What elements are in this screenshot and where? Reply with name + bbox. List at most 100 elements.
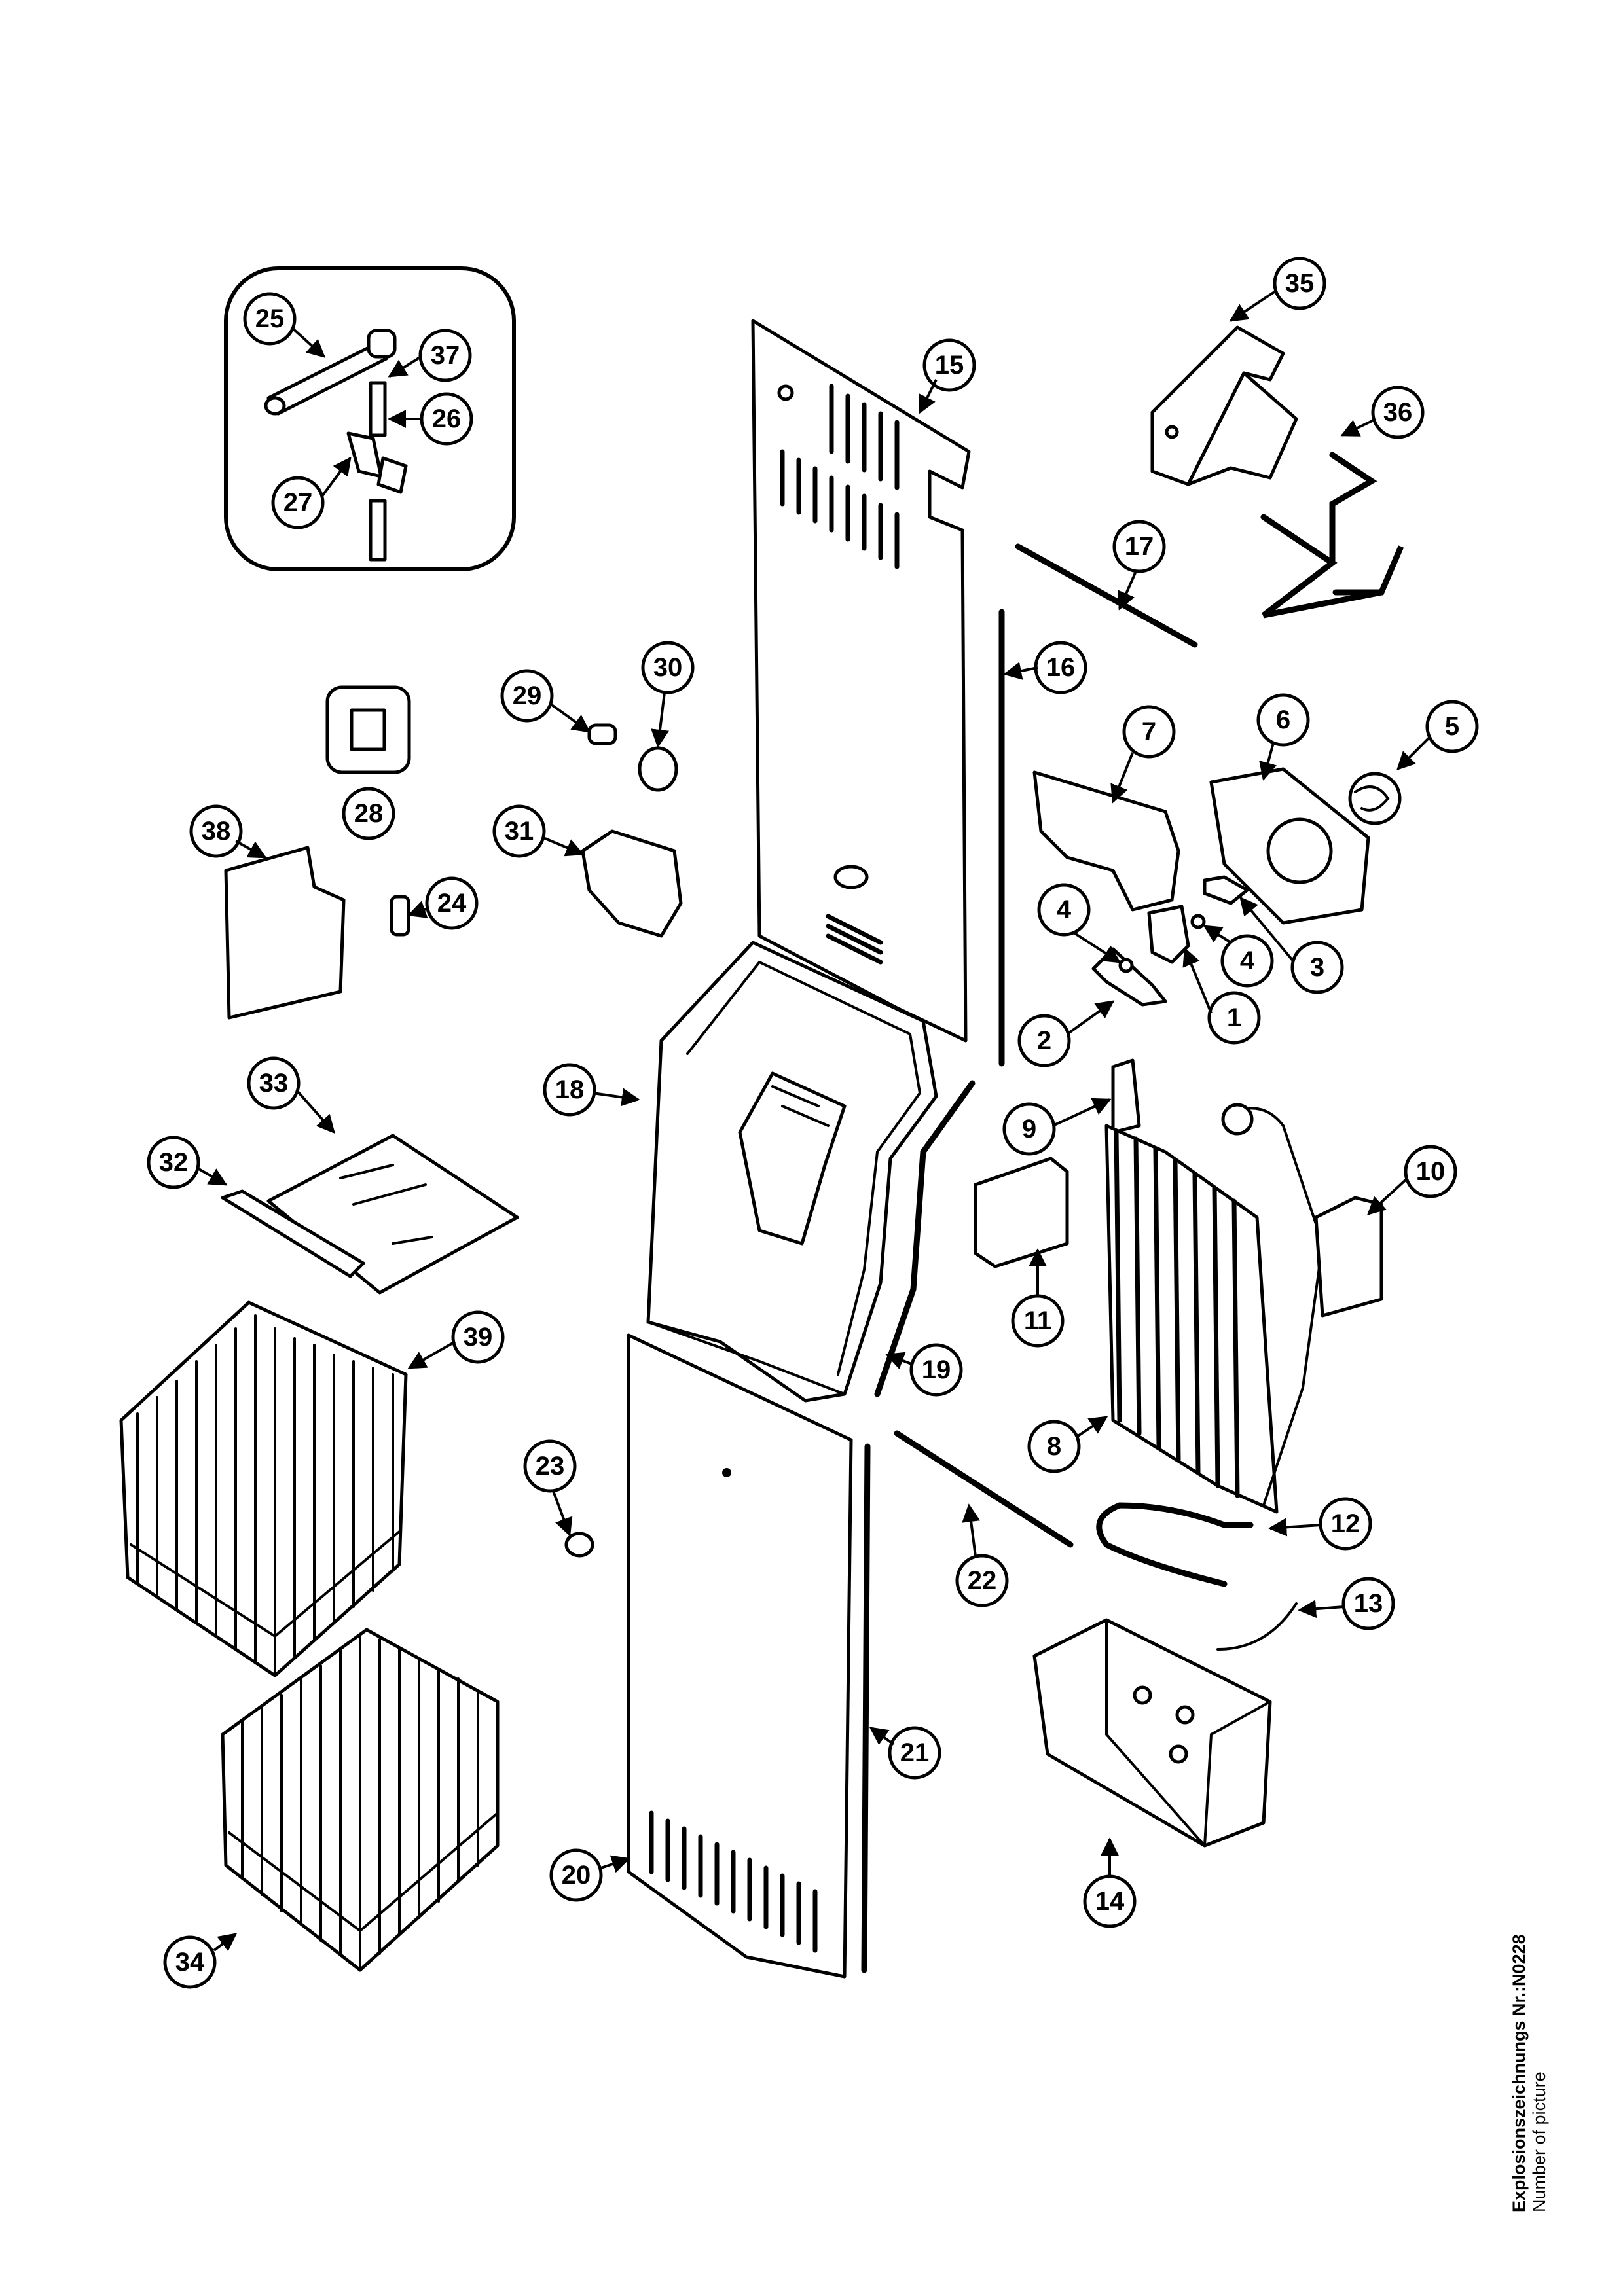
callout-24: 24	[425, 876, 479, 930]
callout-39: 39	[451, 1310, 505, 1364]
strip-22	[894, 1430, 1074, 1548]
svg-text:7: 7	[1142, 717, 1156, 746]
svg-text:16: 16	[1046, 653, 1076, 682]
callout-22: 22	[955, 1554, 1009, 1607]
callout-9: 9	[1002, 1102, 1056, 1156]
leader-lines	[196, 290, 1432, 1952]
callout-20: 20	[549, 1848, 603, 1902]
heater-12	[1096, 1502, 1254, 1587]
svg-text:2: 2	[1037, 1026, 1051, 1055]
callout-38: 38	[189, 804, 243, 858]
svg-text:21: 21	[900, 1738, 930, 1767]
callout-11: 11	[1011, 1294, 1065, 1348]
svg-text:39: 39	[464, 1323, 493, 1352]
plug-23	[564, 1532, 594, 1558]
bracket-3	[1203, 875, 1249, 905]
svg-text:17: 17	[1125, 532, 1154, 561]
callout-29: 29	[500, 669, 554, 723]
svg-text:36: 36	[1383, 398, 1413, 427]
socket-29	[587, 723, 617, 745]
svg-text:11: 11	[1024, 1306, 1051, 1335]
callout-30: 30	[641, 641, 695, 694]
bracket-10	[1314, 1196, 1383, 1318]
strip-17	[1015, 543, 1198, 648]
svg-text:8: 8	[1047, 1432, 1061, 1461]
callout-21: 21	[888, 1726, 941, 1780]
callout-17: 17	[1112, 520, 1166, 573]
block-11	[974, 1157, 1069, 1268]
callout-23: 23	[523, 1439, 577, 1493]
evaporator-8	[1104, 1103, 1324, 1514]
svg-text:33: 33	[259, 1069, 289, 1098]
clip-9	[1111, 1058, 1141, 1134]
svg-text:4: 4	[1057, 895, 1072, 924]
callout-10: 10	[1404, 1145, 1457, 1198]
svg-text:1: 1	[1227, 1003, 1241, 1032]
svg-text:22: 22	[968, 1566, 997, 1595]
svg-text:25: 25	[255, 304, 285, 333]
light-cover-31	[581, 829, 683, 938]
callout-15: 15	[922, 338, 976, 392]
svg-text:10: 10	[1416, 1157, 1446, 1186]
motor-1	[1147, 905, 1190, 964]
svg-text:32: 32	[159, 1148, 189, 1177]
grommet-4a	[1118, 958, 1134, 973]
svg-text:14: 14	[1095, 1887, 1125, 1916]
svg-text:5: 5	[1445, 712, 1459, 741]
svg-text:13: 13	[1354, 1589, 1383, 1618]
svg-text:15: 15	[935, 351, 964, 380]
svg-text:29: 29	[513, 681, 542, 710]
callout-37: 37	[418, 329, 472, 382]
svg-text:26: 26	[432, 404, 462, 433]
evaporator-housing	[646, 941, 938, 1403]
callout-36: 36	[1371, 386, 1425, 439]
callout-7: 7	[1122, 705, 1176, 759]
grommet-4b	[1190, 914, 1206, 929]
picture-number-subtitle: Number of picture	[1529, 2072, 1549, 2212]
svg-text:35: 35	[1285, 269, 1315, 298]
switch-28	[325, 685, 411, 774]
callout-4a: 4	[1037, 883, 1091, 937]
bracket-2	[1091, 947, 1167, 1007]
callout-19: 19	[909, 1343, 963, 1397]
callout-2: 2	[1017, 1014, 1071, 1067]
bracket-35	[1150, 325, 1298, 486]
glass-shelf-33	[266, 1134, 519, 1295]
drain-pan-14	[1032, 1618, 1272, 1848]
callout-25: 25	[243, 292, 297, 346]
picture-number-title: Explosionszeichnungs Nr.:N0228	[1509, 1934, 1529, 2212]
lower-panel	[627, 1333, 853, 1979]
svg-text:9: 9	[1022, 1115, 1036, 1143]
svg-text:6: 6	[1276, 706, 1290, 734]
callout-8: 8	[1027, 1420, 1081, 1473]
callout-31: 31	[492, 804, 546, 858]
peg-24	[390, 895, 410, 937]
svg-text:37: 37	[431, 341, 460, 370]
fan-shroud-6	[1209, 767, 1370, 925]
callout-28: 28	[342, 787, 395, 840]
callout-27: 27	[271, 476, 325, 529]
svg-text:18: 18	[555, 1075, 585, 1104]
svg-text:38: 38	[202, 817, 231, 846]
clip-13	[1216, 1602, 1298, 1651]
callout-12: 12	[1319, 1497, 1372, 1551]
svg-text:24: 24	[437, 889, 467, 918]
upper-back-panel	[751, 319, 971, 1043]
bulb-30	[638, 746, 678, 792]
svg-text:19: 19	[922, 1355, 951, 1384]
plate-7	[1032, 770, 1180, 912]
callout-13: 13	[1341, 1577, 1395, 1630]
callout-18: 18	[543, 1063, 596, 1117]
svg-text:27: 27	[283, 488, 313, 517]
strip-19	[874, 1080, 976, 1397]
callout-4b: 4	[1220, 934, 1274, 988]
roller-32	[221, 1189, 365, 1278]
callout-35: 35	[1273, 257, 1326, 310]
picture-number-label: Explosionszeichnungs Nr.:N0228 Number of…	[1509, 1754, 1550, 2212]
callout-32: 32	[147, 1136, 200, 1189]
callout-16: 16	[1034, 641, 1087, 694]
callout-26: 26	[420, 392, 473, 446]
svg-text:34: 34	[175, 1948, 205, 1977]
svg-text:31: 31	[505, 817, 534, 846]
